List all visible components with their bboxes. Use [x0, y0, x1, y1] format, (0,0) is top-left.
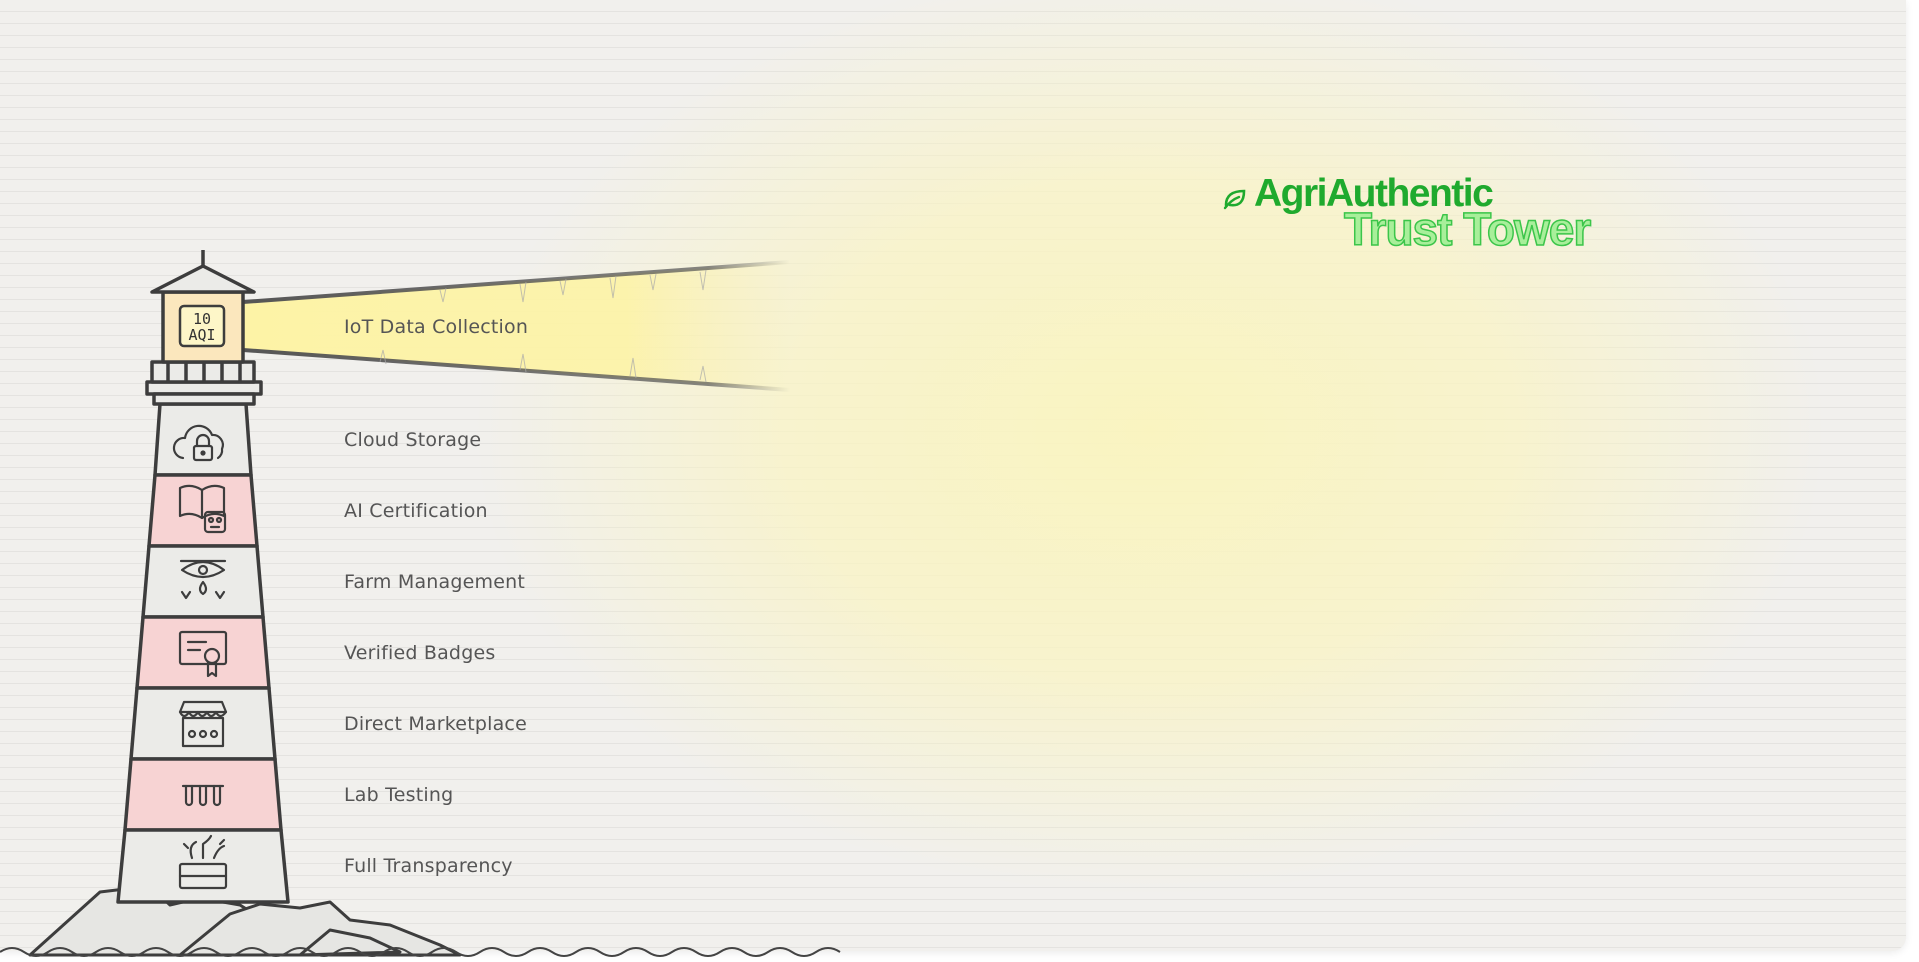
layer-label-iot: IoT Data Collection	[344, 316, 529, 338]
book-robot-icon	[178, 484, 227, 534]
aqi-unit: AQI	[188, 326, 215, 344]
storefront-icon	[178, 700, 228, 748]
leaf-icon	[1223, 189, 1246, 210]
layer-label-farm: Farm Management	[344, 571, 526, 593]
test-tubes-icon	[181, 784, 225, 807]
tower-body	[116, 402, 290, 904]
certificate-icon	[178, 630, 228, 678]
crate-sprout-icon	[178, 834, 228, 890]
layer-label-lab: Lab Testing	[344, 784, 454, 806]
brand: AgriAuthentic Trust Tower	[1222, 172, 1592, 255]
layer-label-badges: Verified Badges	[344, 642, 496, 664]
aqi-sensor-icon: 10 AQI	[178, 304, 226, 348]
brand-name: AgriAuthentic	[1254, 172, 1494, 215]
cloud-lock-icon	[172, 424, 224, 462]
layer-label-transparency: Full Transparency	[344, 855, 513, 877]
brand-subtitle: Trust Tower	[1343, 203, 1592, 255]
aqi-value: 10	[193, 310, 211, 328]
layer-label-cloud: Cloud Storage	[344, 429, 482, 451]
layer-label-ai: AI Certification	[344, 500, 488, 522]
waves	[0, 947, 841, 957]
layer-label-marketplace: Direct Marketplace	[344, 713, 527, 735]
light-beam	[242, 260, 791, 392]
eye-water-icon	[179, 559, 227, 600]
